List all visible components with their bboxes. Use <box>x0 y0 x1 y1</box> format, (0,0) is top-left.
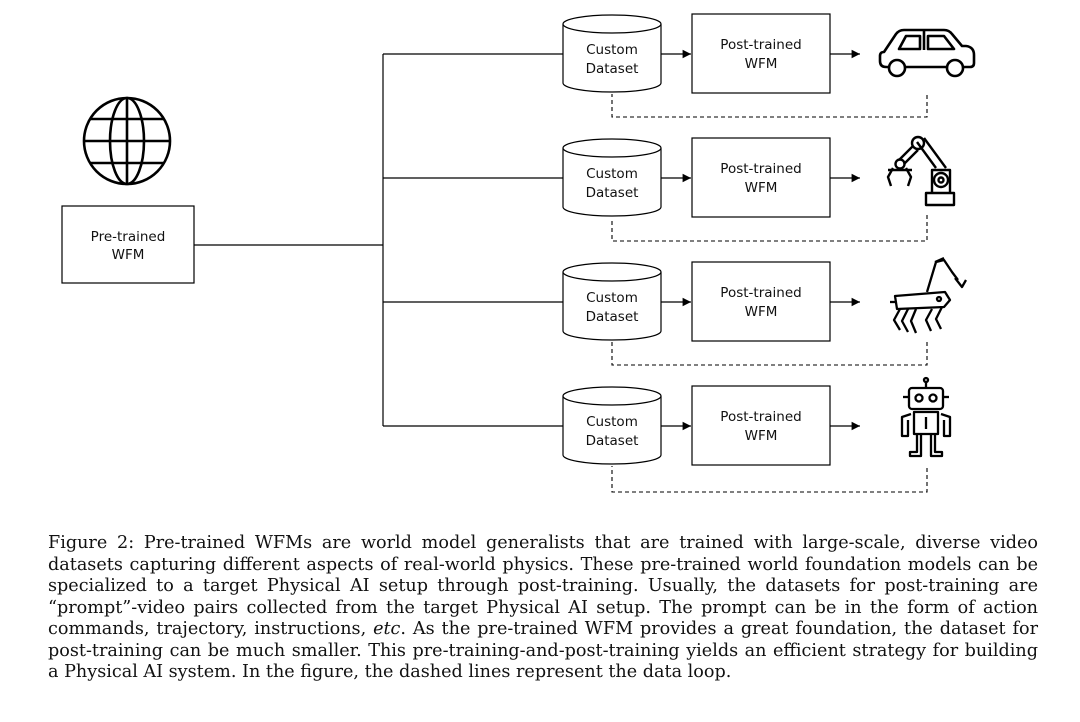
wfm-post-training-diagram: Pre-trained WFM Custom Dataset Post-trai… <box>61 13 976 493</box>
branch-3: Custom Dataset Post-trained WFM <box>383 256 967 366</box>
dataset-label-line1: Custom <box>586 290 638 306</box>
car-icon <box>878 28 976 78</box>
pretrained-wfm-label-line2: WFM <box>112 247 145 263</box>
pretrained-wfm-label-line1: Pre-trained <box>91 229 166 245</box>
model-label-line1: Post-trained <box>720 37 801 53</box>
data-loop-dashed-line <box>611 215 928 242</box>
caption-text-part1: Figure 2: Pre-trained WFMs are world mod… <box>48 533 1038 639</box>
model-label-line1: Post-trained <box>720 409 801 425</box>
model-label-line2: WFM <box>745 56 778 72</box>
data-loop-dashed-line <box>611 466 928 493</box>
caption-italic-etc: etc <box>373 619 401 639</box>
custom-dataset-cylinder <box>562 386 662 465</box>
dataset-label-line1: Custom <box>586 166 638 182</box>
model-label-line2: WFM <box>745 304 778 320</box>
post-trained-wfm-box <box>691 261 831 342</box>
data-loop-dashed-line <box>611 94 928 118</box>
dataset-label-line2: Dataset <box>586 433 639 449</box>
branch-2: Custom Dataset Post-trained WFM <box>383 135 956 242</box>
model-label-line2: WFM <box>745 180 778 196</box>
robotic-arm-icon <box>886 135 956 207</box>
caption-text-part2: . As the pre-trained WFM provides a grea… <box>48 619 1038 682</box>
branch-4: Custom Dataset Post-trained WFM <box>383 376 952 493</box>
data-loop-dashed-line <box>611 342 928 366</box>
post-trained-wfm-box <box>691 137 831 218</box>
post-trained-wfm-box <box>691 13 831 94</box>
branch-1: Custom Dataset Post-trained WFM <box>383 13 976 118</box>
dataset-label-line2: Dataset <box>586 61 639 77</box>
dataset-label-line2: Dataset <box>586 309 639 325</box>
model-label-line1: Post-trained <box>720 285 801 301</box>
custom-dataset-cylinder <box>562 138 662 217</box>
figure-caption: Figure 2: Pre-trained WFMs are world mod… <box>48 533 1038 684</box>
model-label-line2: WFM <box>745 428 778 444</box>
globe-icon <box>82 96 172 186</box>
trunk-connector <box>194 54 384 426</box>
pretrained-wfm-node: Pre-trained WFM <box>61 205 195 284</box>
custom-dataset-cylinder <box>562 262 662 341</box>
dataset-label-line1: Custom <box>586 414 638 430</box>
dataset-label-line1: Custom <box>586 42 638 58</box>
dataset-label-line2: Dataset <box>586 185 639 201</box>
custom-dataset-cylinder <box>562 14 662 93</box>
model-label-line1: Post-trained <box>720 161 801 177</box>
humanoid-robot-icon <box>900 376 952 458</box>
robot-dog-icon <box>890 256 967 334</box>
post-trained-wfm-box <box>691 385 831 466</box>
